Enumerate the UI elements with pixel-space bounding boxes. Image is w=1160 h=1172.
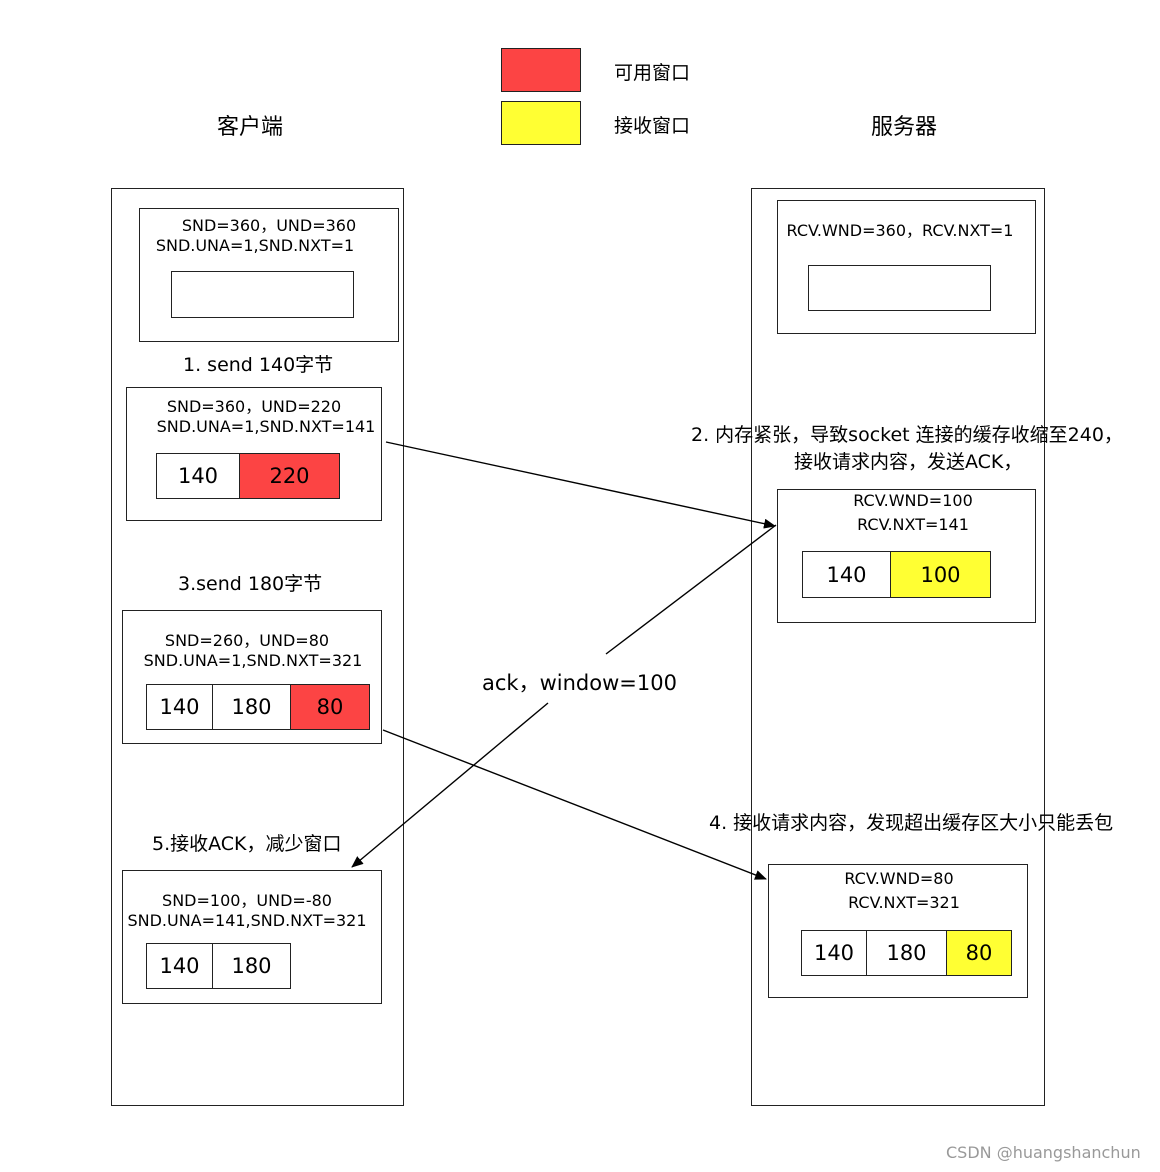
client-state0-line1: SND=360，UND=360 [181,216,357,235]
ack-label: ack，window=100 [482,667,677,697]
client-step5-label: 5.接收ACK，减少窗口 [152,833,342,855]
arrow-send-180 [382,729,767,880]
client-step1-label: 1. send 140字节 [183,354,334,376]
server-state2-line1: RCV.WND=100 [853,491,973,510]
arrow-ack-lower [351,702,549,868]
client-state5-line2: SND.UNA=141,SND.NXT=321 [127,911,367,930]
legend-available-label: 可用窗口 [614,62,691,84]
server-state2-receive-cell: 100 [890,551,991,598]
client-state1-line2: SND.UNA=1,SND.NXT=141 [156,417,376,436]
arrow-send-140 [385,441,776,529]
server-state4-line1: RCV.WND=80 [844,869,954,888]
server-state4-receive-cell: 80 [946,930,1012,976]
client-state0-window [171,271,354,318]
watermark: CSDN @huangshanchun [946,1143,1141,1162]
client-state1-sent-cell: 140 [156,453,240,499]
legend-available-swatch [501,48,581,92]
server-step4-label: 4. 接收请求内容，发现超出缓存区大小只能丢包 [709,812,1114,834]
server-state0-window [808,265,991,311]
client-state5-box [122,870,382,1004]
client-state5-line1: SND=100，UND=-80 [162,891,332,910]
client-state3-line2: SND.UNA=1,SND.NXT=321 [143,651,363,670]
client-step3-label: 3.send 180字节 [178,573,323,595]
legend-receive-label: 接收窗口 [614,115,691,137]
client-state3-line1: SND=260，UND=80 [164,631,330,650]
server-step2-line2: 接收请求内容，发送ACK， [794,451,1023,473]
legend-receive-swatch [501,101,581,145]
client-state0-line2: SND.UNA=1,SND.NXT=1 [155,236,355,255]
server-step2-line1: 2. 内存紧张，导致socket 连接的缓存收缩至240， [691,424,1123,446]
client-state5-cell-180: 180 [212,943,291,989]
server-title: 服务器 [871,115,938,140]
client-state1-line1: SND=360，UND=220 [166,397,342,416]
server-state2-line2: RCV.NXT=141 [857,515,969,534]
client-state3-cell-140: 140 [146,684,213,730]
arrow-ack-upper [605,524,777,655]
client-state3-available-cell: 80 [290,684,370,730]
server-state4-cell-180: 180 [866,930,947,976]
server-state0-line1: RCV.WND=360，RCV.NXT=1 [786,221,1014,240]
server-state4-line2: RCV.NXT=321 [848,893,960,912]
client-title: 客户端 [217,115,284,140]
client-state1-available-cell: 220 [239,453,340,499]
